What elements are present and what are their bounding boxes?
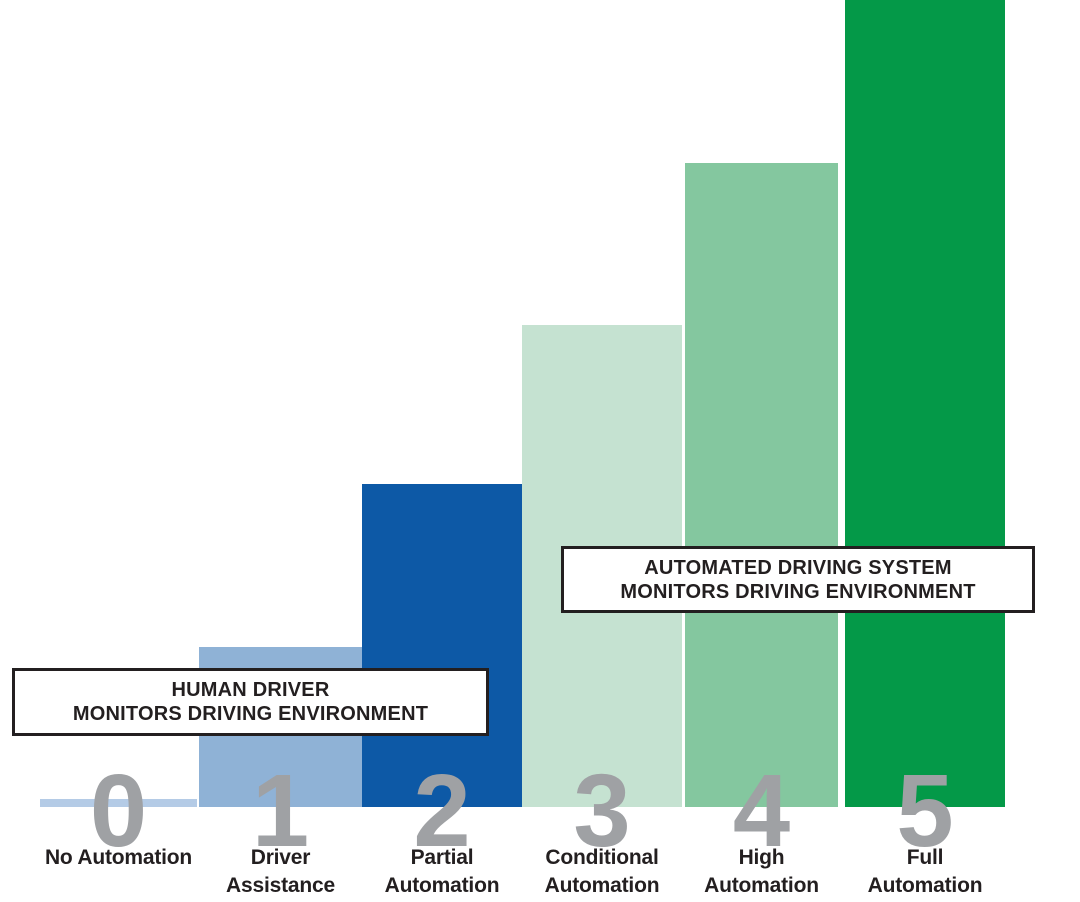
- level-label-line: High: [738, 846, 785, 869]
- callout-automated-driving-system: AUTOMATED DRIVING SYSTEM MONITORS DRIVIN…: [561, 546, 1035, 613]
- bar-level-2: [362, 484, 522, 807]
- level-number-3: 3: [573, 753, 631, 868]
- level-label-line: Automation: [384, 874, 500, 897]
- level-label-line: Automation: [544, 874, 660, 897]
- callout-human-driver-line-2: MONITORS DRIVING ENVIRONMENT: [72, 703, 429, 725]
- level-label-0: No Automation: [9, 844, 229, 872]
- level-label-line: Conditional: [545, 846, 659, 869]
- level-number-4: 4: [732, 753, 791, 868]
- level-label-line: Automation: [867, 874, 983, 897]
- callout-human-driver-line-1: HUMAN DRIVER: [171, 679, 330, 701]
- level-label-line: Driver: [250, 846, 311, 869]
- callout-automated-driving-system-line-2: MONITORS DRIVING ENVIRONMENT: [620, 580, 976, 603]
- callout-automated-driving-system-line-1: AUTOMATED DRIVING SYSTEM: [644, 556, 952, 579]
- bar-level-0: [40, 799, 197, 807]
- level-label-line: Automation: [704, 874, 819, 897]
- level-number-1: 1: [251, 753, 310, 868]
- level-label-line: Assistance: [226, 874, 335, 897]
- level-number-2: 2: [413, 753, 471, 868]
- level-label-line: No Automation: [44, 846, 193, 869]
- level-number-5: 5: [896, 753, 954, 868]
- level-number-0: 0: [89, 753, 148, 868]
- bar-level-5: [845, 0, 1005, 807]
- callout-human-driver: HUMAN DRIVER MONITORS DRIVING ENVIRONMEN…: [12, 668, 489, 736]
- bar-level-4: [685, 163, 838, 807]
- level-label-line: Full: [906, 846, 944, 869]
- level-label-line: Partial: [410, 846, 474, 869]
